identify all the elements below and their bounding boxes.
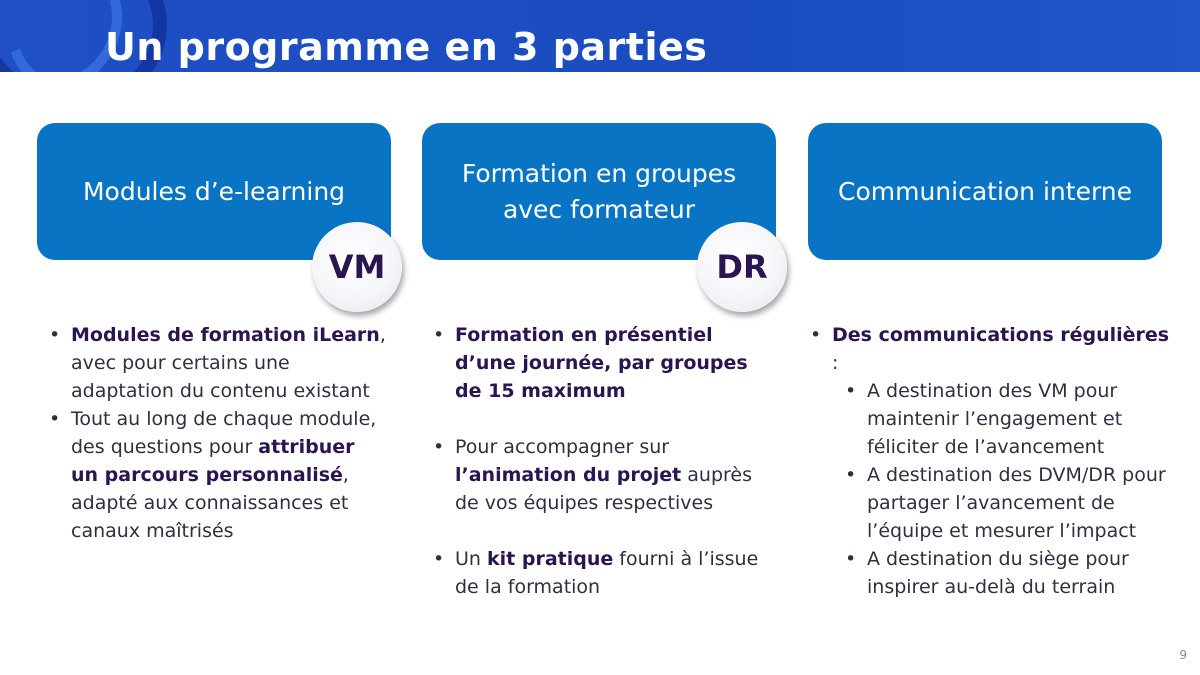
card-formation-title-line2: avec formateur	[502, 194, 696, 224]
bold-text: Formation en présentiel d’une journée, p…	[455, 324, 748, 402]
column-communication-list: Des communications régulières : A destin…	[808, 321, 1178, 601]
column-elearning-list: Modules de formation iLearn, avec pour c…	[47, 321, 387, 545]
card-elearning-title: Modules d’e-learning	[82, 176, 346, 206]
bold-text: attribuer un parcours personnalisé	[71, 436, 355, 486]
item-text: fourni à l’issue de la formation	[455, 548, 759, 598]
item-text: Un	[455, 548, 487, 570]
item-text: auprès de vos équipes respectives	[455, 464, 753, 514]
item-text: Tout au long de chaque module, des quest…	[71, 408, 377, 458]
card-communication-title: Communication interne	[837, 176, 1133, 206]
list-item: Tout au long de chaque module, des quest…	[47, 405, 387, 545]
column-formation-list: Formation en présentiel d’une journée, p…	[431, 321, 771, 601]
list-item: Des communications régulières :	[808, 321, 1178, 377]
list-item: Formation en présentiel d’une journée, p…	[431, 321, 771, 405]
header-bar	[0, 0, 1200, 72]
list-item: Un kit pratique fourni à l’issue de la f…	[431, 545, 771, 601]
bold-text: Des communications régulières	[832, 324, 1170, 346]
item-text: , adapté aux connaissances et canaux maî…	[71, 464, 349, 542]
bold-text: Modules de formation iLearn	[71, 324, 380, 346]
badge-dr: DR	[697, 222, 787, 312]
card-formation-title: Formation en groupes avec formateur	[442, 156, 756, 228]
item-text: :	[832, 352, 839, 374]
card-communication: Communication interne	[808, 123, 1162, 260]
slide-title: Un programme en 3 parties	[105, 25, 708, 69]
badge-vm: VM	[312, 222, 402, 312]
list-subitem: A destination des VM pour maintenir l’en…	[843, 377, 1178, 461]
item-text: Pour accompagner sur	[455, 436, 670, 458]
list-subitem: A destination du siège pour inspirer au-…	[843, 545, 1178, 601]
list-subitem: A destination des DVM/DR pour partager l…	[843, 461, 1178, 545]
page-number: 9	[1179, 648, 1187, 662]
list-item: Modules de formation iLearn, avec pour c…	[47, 321, 387, 405]
list-item: Pour accompagner sur l’animation du proj…	[431, 433, 771, 517]
bold-text: l’animation du projet	[455, 464, 682, 486]
bold-text: kit pratique	[487, 548, 614, 570]
card-formation-title-line1: Formation en groupes	[461, 158, 737, 188]
item-text: , avec pour certains une adaptation du c…	[71, 324, 386, 402]
